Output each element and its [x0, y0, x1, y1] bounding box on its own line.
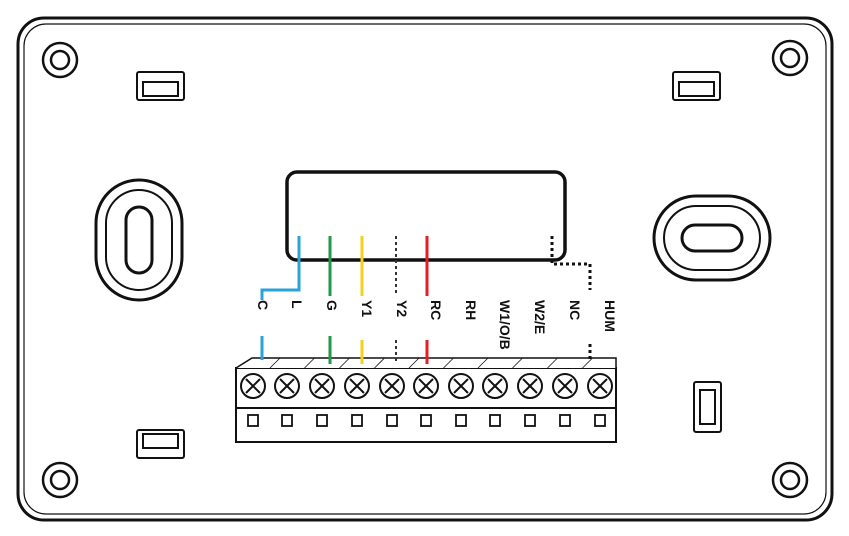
screw-hole-top-left [41, 41, 79, 79]
clip-bottom-left [136, 429, 185, 459]
terminal-label-w2-e: W2/E [532, 300, 548, 334]
terminal-screw-w2-e [517, 373, 543, 399]
terminal-tab-1 [281, 414, 293, 427]
terminal-screw-c [240, 373, 266, 399]
terminal-screw-rh [448, 373, 474, 399]
terminal-block [235, 357, 617, 443]
terminal-tab-4 [386, 414, 398, 427]
clip-top-left [136, 71, 185, 101]
terminal-label-y2: Y2 [394, 300, 410, 317]
terminal-tab-5 [420, 414, 432, 427]
terminal-tab-7 [489, 414, 501, 427]
terminal-tab-10 [594, 414, 606, 427]
terminal-label-nc: NC [567, 300, 583, 320]
terminal-tab-8 [524, 414, 536, 427]
screw-hole-top-right [771, 39, 809, 77]
backplate-outline [16, 16, 834, 522]
terminal-screw-g [309, 373, 335, 399]
terminal-screw-nc [552, 373, 578, 399]
wire-l-blue [260, 236, 301, 300]
terminal-tab-6 [455, 414, 467, 427]
backplate-inner-outline [23, 23, 827, 515]
terminal-label-rh: RH [463, 300, 479, 320]
terminal-tab-2 [316, 414, 328, 427]
clip-right-side [693, 381, 722, 433]
wire-hum-dotted-upper [550, 236, 592, 290]
terminal-tab-0 [247, 414, 259, 427]
terminal-label-y1: Y1 [359, 300, 375, 317]
screw-hole-bottom-right [771, 461, 809, 499]
terminal-label-rc: RC [428, 300, 444, 320]
terminal-label-hum: HUM [602, 300, 618, 332]
terminal-label-g: G [324, 300, 340, 311]
terminal-tab-3 [351, 414, 363, 427]
terminal-label-c: C [255, 300, 271, 310]
mounting-slot-right [652, 194, 772, 282]
terminal-screw-rc [413, 373, 439, 399]
terminal-screw-y1 [344, 373, 370, 399]
terminal-screw-y2 [379, 373, 405, 399]
terminal-label-l: L [289, 300, 305, 309]
terminal-screw-l [274, 373, 300, 399]
screw-hole-bottom-left [41, 461, 79, 499]
clip-top-right [672, 71, 721, 101]
terminal-tab-9 [559, 414, 571, 427]
terminal-label-w1-o-b: W1/O/B [497, 300, 513, 350]
mounting-slot-left [94, 178, 184, 302]
terminal-screw-w1-o-b [482, 373, 508, 399]
terminal-screw-hum [587, 373, 613, 399]
